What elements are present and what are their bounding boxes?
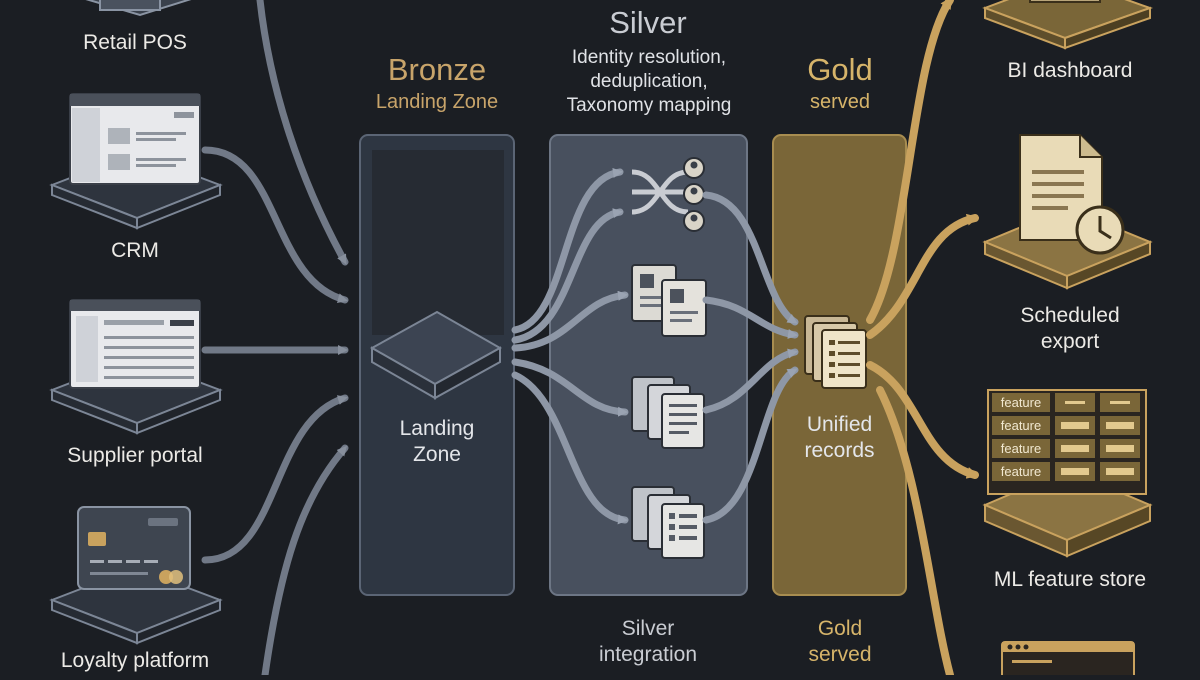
feature-row: feature (992, 439, 1144, 458)
flow-arrow-loyalty (201, 394, 349, 564)
bi-dashboard-icon (982, 0, 1154, 50)
gold-to-output-arrows (866, 0, 979, 679)
gold-footer-line-1: Gold (817, 617, 863, 640)
silver-panel (549, 134, 748, 596)
feature-value-cell (1100, 439, 1140, 458)
feature-cell: feature (992, 416, 1050, 435)
code-window-icon (1001, 641, 1135, 680)
gold-center-line-2: records (804, 439, 875, 462)
silver-footer-line-2: integration (598, 643, 698, 666)
silver-desc-line-2: deduplication, (590, 71, 708, 92)
gold-center-line-1: Unified (806, 413, 873, 436)
bronze-box-label: Landing Zone (360, 416, 514, 468)
feature-value-cell (1055, 462, 1095, 481)
flow-arrow-bottom (261, 444, 349, 679)
flow-arrow-dedup (511, 290, 629, 352)
flow-arrow-merge-3 (702, 348, 799, 414)
gold-footer: Gold served (760, 616, 920, 668)
source-label-crm: CRM (111, 239, 159, 262)
taxonomy-docs-icon (631, 376, 705, 449)
bronze-box-label-line-2: Zone (413, 443, 461, 466)
source-label-loyalty-platform: Loyalty platform (60, 649, 210, 672)
flow-arrow-export (866, 213, 979, 339)
gold-center-label: Unified records (773, 412, 906, 464)
gold-title: Gold (807, 52, 873, 87)
feature-value-cell (1055, 416, 1095, 435)
source-label-supplier-portal: Supplier portal (67, 444, 203, 467)
flow-arrow-top-1 (256, 0, 349, 266)
output-export-line-1: Scheduled (1020, 304, 1120, 327)
silver-desc-line-1: Identity resolution, (571, 47, 727, 68)
supplier-portal-icon (49, 299, 223, 435)
bronze-panel-shade (372, 150, 504, 335)
output-label-feature-store: ML feature store (993, 568, 1147, 591)
feature-value-cell (1055, 439, 1095, 458)
flow-arrow-identity-2 (511, 208, 624, 344)
silver-description: Identity resolution, deduplication, Taxo… (540, 46, 758, 118)
feature-value-cell (1055, 393, 1095, 412)
output-label-bi-dashboard: BI dashboard (1007, 59, 1133, 82)
silver-title: Silver (609, 5, 687, 40)
flow-arrow-feature-store (866, 361, 979, 479)
bronze-subtitle: Landing Zone (375, 91, 499, 113)
flow-arrow-crm (201, 146, 349, 304)
flow-arrow-merge-1 (702, 191, 799, 326)
feature-row: feature (992, 393, 1144, 412)
feature-value-cell (1100, 462, 1140, 481)
feature-row: feature (992, 462, 1144, 481)
output-export-line-2: export (1040, 330, 1100, 353)
bronze-box-label-line-1: Landing (399, 417, 475, 440)
gold-subtitle: served (809, 91, 871, 113)
feature-value-cell (1100, 393, 1140, 412)
feature-table: feature feature feature feature (992, 393, 1144, 481)
loyalty-card-icon (49, 506, 223, 645)
crm-icon (49, 93, 223, 230)
flow-arrow-identity (511, 167, 624, 334)
gold-footer-line-2: served (808, 643, 872, 666)
retail-pos-icon (85, 0, 192, 17)
flow-arrow-merge-2 (702, 296, 799, 339)
scheduled-export-icon (982, 134, 1153, 290)
output-label-scheduled-export: Scheduled export (975, 303, 1165, 355)
silver-desc-line-3: Taxonomy mapping (566, 95, 732, 116)
unified-records-icon (804, 315, 867, 389)
flow-arrow-taxonomy-2 (511, 371, 629, 525)
landing-zone-server-icon (369, 310, 503, 400)
flow-arrow-taxonomy (511, 358, 629, 417)
source-label-retail-pos: Retail POS (83, 31, 187, 54)
feature-cell: feature (992, 462, 1050, 481)
records-stack-icon (631, 486, 705, 559)
feature-value-cell (1100, 416, 1140, 435)
feature-cell: feature (992, 393, 1050, 412)
flow-arrow-bi (866, 0, 954, 324)
silver-to-gold-arrows (702, 191, 799, 524)
silver-footer-line-1: Silver (621, 617, 675, 640)
silver-footer: Silver integration (568, 616, 728, 668)
identity-resolution-icon (631, 157, 705, 232)
flow-arrow-merge-4 (702, 366, 799, 524)
bronze-title: Bronze (387, 52, 487, 87)
feature-cell: feature (992, 439, 1050, 458)
feature-row: feature (992, 416, 1144, 435)
bronze-to-silver-arrows (511, 167, 629, 525)
flow-arrow-bottom-out (876, 386, 954, 679)
deduplication-cards-icon (631, 264, 707, 337)
source-flow-arrows (201, 0, 349, 679)
